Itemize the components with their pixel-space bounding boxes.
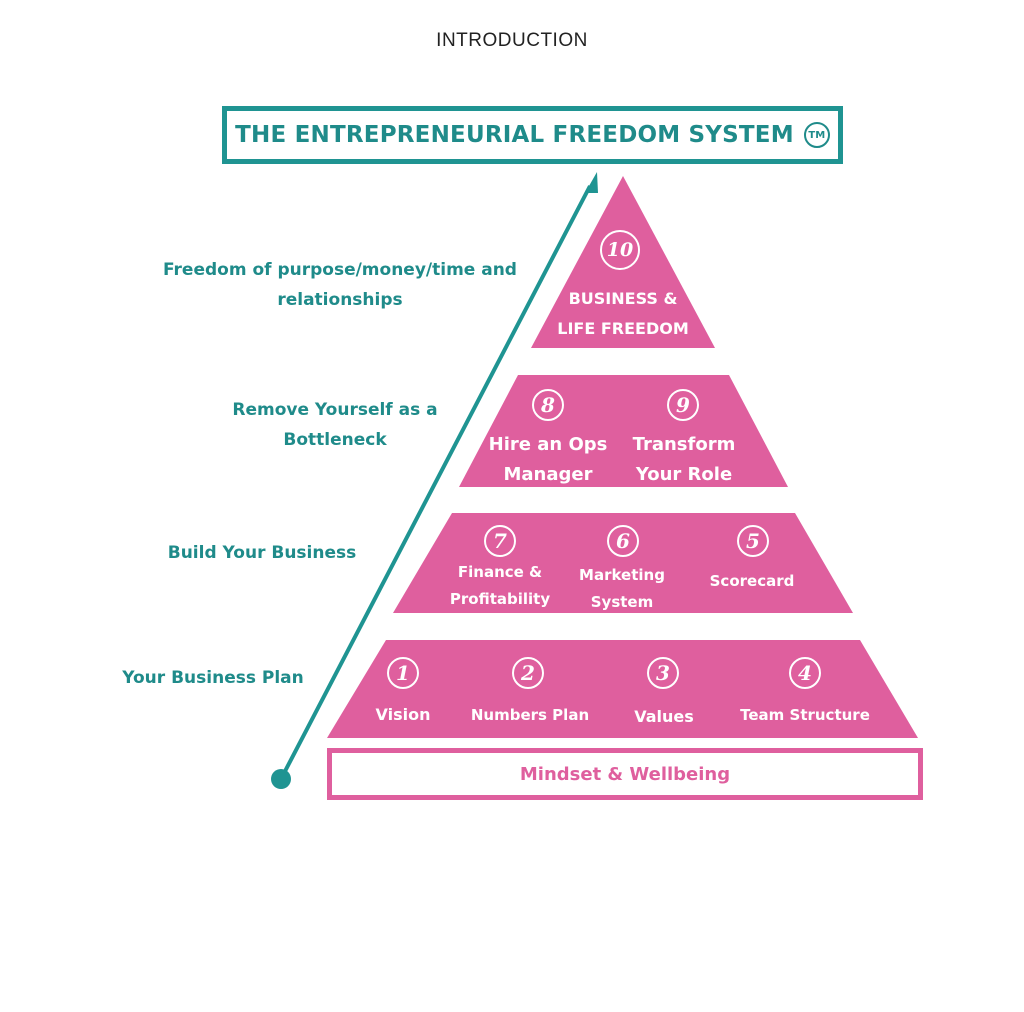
growth-arrow-start-dot <box>271 769 291 789</box>
side-label-business-plan: Your Business Plan <box>122 668 304 688</box>
pyramid-tier-bottom <box>327 640 918 738</box>
step-label-numbers-plan: Numbers Plan <box>470 706 590 724</box>
step-number-4: 4 <box>789 657 821 689</box>
intro-heading: INTRODUCTION <box>436 30 588 51</box>
step-label-team-structure: Team Structure <box>740 706 870 724</box>
step-number-10: 10 <box>600 230 640 270</box>
foundation-label: Mindset & Wellbeing <box>519 763 731 785</box>
trademark-icon: TM <box>803 122 830 148</box>
foundation-box: Mindset & Wellbeing <box>327 748 923 800</box>
side-label-freedom: Freedom of purpose/money/time and relati… <box>163 260 517 310</box>
step-number-1: 1 <box>387 657 419 689</box>
step-label-scorecard: Scorecard <box>709 572 795 590</box>
step-number-8: 8 <box>532 389 564 421</box>
system-title-box: THE ENTREPRENEURIAL FREEDOM SYSTEM TM <box>222 106 843 164</box>
step-label-values: Values <box>634 707 694 726</box>
system-title: THE ENTREPRENEURIAL FREEDOM SYSTEM <box>235 122 794 148</box>
step-label-vision: Vision <box>375 705 431 724</box>
growth-arrow-head <box>585 172 598 193</box>
step-label-transform-your-role: Transform Your Role <box>632 434 736 485</box>
step-number-9: 9 <box>667 389 699 421</box>
step-number-5: 5 <box>737 525 769 557</box>
growth-arrow-line <box>280 185 592 778</box>
step-number-7: 7 <box>484 525 516 557</box>
side-label-remove-bottleneck: Remove Yourself as a Bottleneck <box>232 400 438 450</box>
step-label-hire-ops-manager: Hire an Ops Manager <box>488 434 608 485</box>
step-label-marketing-system: Marketing System <box>579 566 665 611</box>
step-number-3: 3 <box>647 657 679 689</box>
step-label-finance-profitability: Finance & Profitability <box>449 563 551 608</box>
step-number-2: 2 <box>512 657 544 689</box>
step-number-6: 6 <box>607 525 639 557</box>
step-label-business-life-freedom: BUSINESS & LIFE FREEDOM <box>557 289 689 338</box>
side-label-build-business: Build Your Business <box>167 543 357 563</box>
